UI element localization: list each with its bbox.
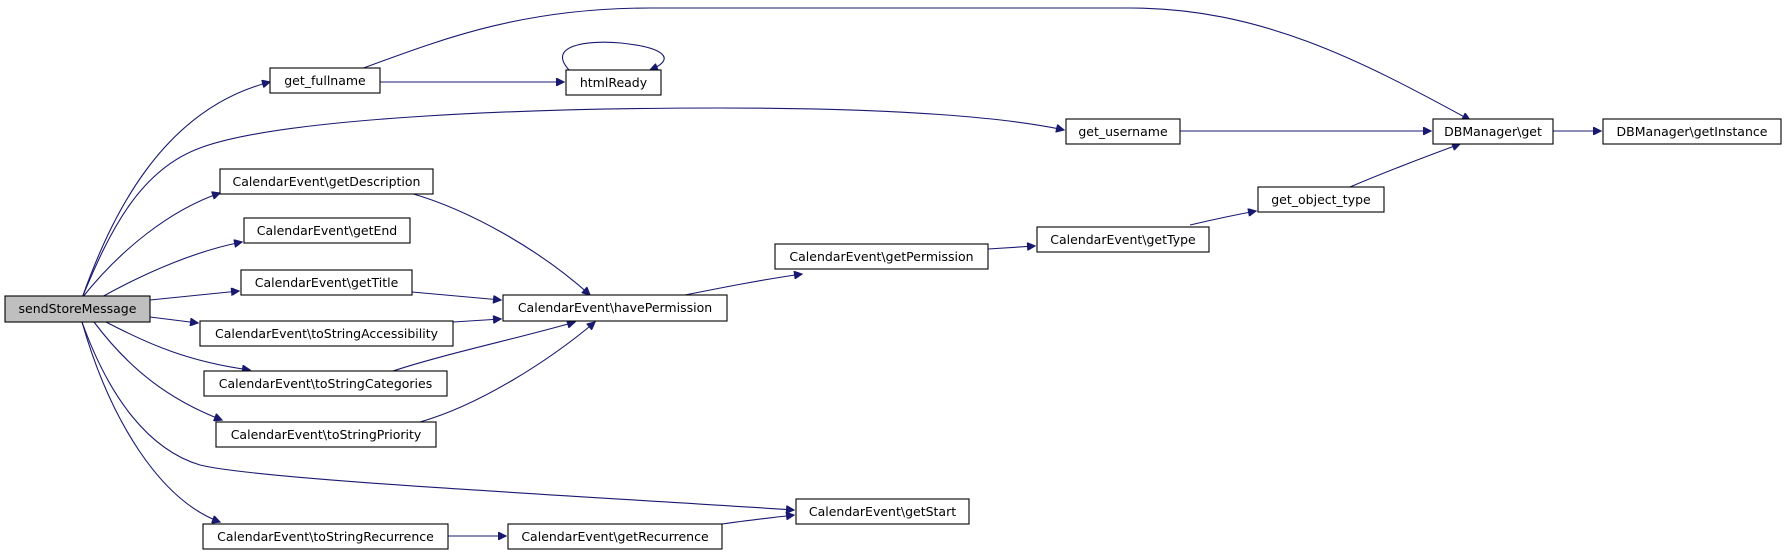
node-tostringpriority[interactable]: CalendarEvent\toStringPriority <box>215 421 437 448</box>
edge-sendstoremessage-tostringpriority <box>93 321 222 420</box>
edge-get-object-type-dbmanager-get <box>1349 144 1460 188</box>
edge-sendstoremessage-tostringcategories <box>105 321 250 370</box>
node-getdescription[interactable]: CalendarEvent\getDescription <box>219 168 434 195</box>
node-htmlready[interactable]: htmlReady <box>565 69 662 96</box>
node-dbmanager-get[interactable]: DBManager\get <box>1432 118 1554 145</box>
node-sendstoremessage[interactable]: sendStoreMessage <box>4 295 151 323</box>
edge-gettitle-havepermission <box>411 291 501 300</box>
edge-htmlready-htmlready <box>562 41 665 72</box>
node-getrecurrence[interactable]: CalendarEvent\getRecurrence <box>507 523 723 550</box>
edge-havepermission-getpermission <box>679 274 802 297</box>
node-label: DBManager\get <box>1444 124 1542 139</box>
edge-tostringpriority-havepermission <box>419 322 595 423</box>
edge-sendstoremessage-getdescription <box>81 193 220 299</box>
node-label: CalendarEvent\toStringCategories <box>219 376 432 391</box>
node-label: CalendarEvent\getStart <box>809 504 956 519</box>
node-dbmanager-getinstance[interactable]: DBManager\getInstance <box>1602 118 1782 145</box>
node-tostringaccessibility[interactable]: CalendarEvent\toStringAccessibility <box>199 320 454 347</box>
node-label: get_username <box>1078 124 1168 139</box>
node-label: CalendarEvent\toStringPriority <box>231 427 422 442</box>
edge-sendstoremessage-get-fullname <box>81 82 270 299</box>
edge-sendstoremessage-tostringrecurrence <box>81 321 220 522</box>
node-getstart[interactable]: CalendarEvent\getStart <box>795 498 970 525</box>
node-tostringrecurrence[interactable]: CalendarEvent\toStringRecurrence <box>202 523 449 550</box>
node-get-fullname[interactable]: get_fullname <box>269 67 381 94</box>
edge-sendstoremessage-getstart <box>81 321 794 510</box>
node-get-username[interactable]: get_username <box>1065 118 1181 145</box>
edge-tostringaccessibility-havepermission <box>452 319 501 322</box>
node-label: CalendarEvent\getTitle <box>255 275 399 290</box>
node-gettitle[interactable]: CalendarEvent\getTitle <box>240 269 413 296</box>
node-label: CalendarEvent\toStringAccessibility <box>215 326 439 341</box>
edge-tostringcategories-havepermission <box>389 322 575 373</box>
node-label: htmlReady <box>580 75 648 90</box>
node-havepermission[interactable]: CalendarEvent\havePermission <box>502 294 728 322</box>
edge-getrecurrence-getstart <box>721 515 794 525</box>
node-getpermission[interactable]: CalendarEvent\getPermission <box>774 243 989 270</box>
node-label: CalendarEvent\toStringRecurrence <box>217 529 434 544</box>
node-label: CalendarEvent\havePermission <box>518 300 712 315</box>
edge-getpermission-gettype <box>987 246 1035 249</box>
edge-sendstoremessage-tostringaccessibility <box>149 316 198 323</box>
edge-gettype-get-object-type <box>1189 211 1256 226</box>
node-label: CalendarEvent\getEnd <box>257 223 398 238</box>
node-label: CalendarEvent\getPermission <box>789 249 973 264</box>
node-label: CalendarEvent\getRecurrence <box>521 529 709 544</box>
edge-get-fullname-dbmanager-get <box>357 7 1470 120</box>
node-label: CalendarEvent\getType <box>1050 232 1196 247</box>
edge-sendstoremessage-get-username <box>81 107 1064 299</box>
edge-sendstoremessage-gettitle <box>149 291 239 301</box>
node-label: sendStoreMessage <box>19 301 137 316</box>
edge-sendstoremessage-getend <box>99 242 242 299</box>
node-label: get_fullname <box>284 73 366 88</box>
node-gettype[interactable]: CalendarEvent\getType <box>1036 226 1210 253</box>
node-label: get_object_type <box>1271 192 1371 207</box>
node-getend[interactable]: CalendarEvent\getEnd <box>243 217 411 244</box>
edge-getdescription-havepermission <box>409 192 590 295</box>
node-label: CalendarEvent\getDescription <box>233 174 421 189</box>
node-label: DBManager\getInstance <box>1617 124 1768 139</box>
node-get-object-type[interactable]: get_object_type <box>1257 186 1385 213</box>
node-tostringcategories[interactable]: CalendarEvent\toStringCategories <box>203 370 448 397</box>
